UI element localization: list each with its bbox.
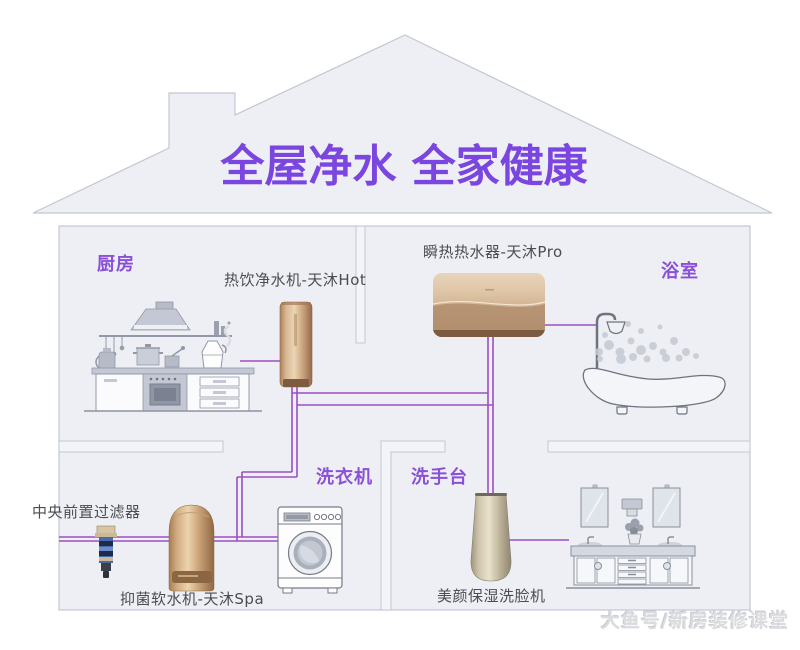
plant-icon — [625, 518, 644, 545]
grinder-icon — [164, 346, 185, 368]
countertop — [91, 367, 255, 375]
dispenser-icon — [621, 498, 643, 517]
cabinet-handle — [104, 379, 117, 382]
water-pipes — [59, 324, 597, 542]
pot-icon — [133, 344, 163, 366]
device-label-water-heater: 瞬热热水器-天沐Pro — [423, 243, 563, 261]
kitchen-illustration — [84, 301, 262, 412]
device-label-central-prefilter: 中央前置过滤器 — [32, 503, 141, 521]
kitchen-drawers — [199, 376, 240, 409]
oven-icon — [142, 373, 188, 412]
prefilter-device — [95, 525, 117, 578]
device-label-hot-drink-purifier: 热饮净水机-天沐Hot — [224, 271, 367, 289]
roof-shape — [32, 34, 773, 214]
kettle-icon — [95, 348, 116, 371]
vanity-counter — [570, 545, 696, 557]
softener-device — [168, 504, 215, 592]
pipe-cross-bus — [292, 392, 493, 406]
interior-walls — [58, 225, 751, 611]
pipe-elbow — [237, 471, 297, 478]
face-washer-device — [470, 493, 512, 582]
room-label-laundry: 洗衣机 — [316, 467, 373, 488]
steam-icon — [223, 324, 232, 347]
shower-icon — [595, 312, 626, 370]
wall-center-l — [380, 440, 446, 611]
device-label-softener: 抑菌软水机-天沐Spa — [120, 590, 265, 608]
range-hood-icon — [130, 308, 191, 331]
vanity-icon — [566, 484, 700, 589]
pipe-riser — [236, 472, 243, 541]
range-hood-band — [134, 325, 187, 329]
water-heater-device — [433, 273, 545, 337]
wall-left-band — [58, 440, 224, 453]
room-label-washstand: 洗手台 — [411, 467, 468, 488]
wall-kitchen-divider — [355, 225, 366, 344]
vanity-drawers — [617, 557, 647, 585]
room-label-bathroom: 浴室 — [661, 261, 699, 282]
bubbles-icon — [595, 321, 699, 364]
washing-machine-icon — [277, 506, 343, 594]
bathtub-icon — [582, 367, 726, 415]
room-label-kitchen: 厨房 — [97, 254, 135, 275]
wall-right-band — [547, 440, 751, 453]
pipe-purifier-drop — [291, 387, 298, 477]
page-title: 全屋净水 全家健康 — [220, 141, 588, 192]
shelf-bottles-icon — [214, 321, 231, 335]
pipe-heater-drop — [487, 337, 494, 494]
watermark: 大鱼号/新房装修课堂 — [601, 610, 789, 632]
device-label-face-washer: 美颜保湿洗脸机 — [437, 587, 546, 605]
hot-drink-purifier-device — [279, 301, 313, 388]
